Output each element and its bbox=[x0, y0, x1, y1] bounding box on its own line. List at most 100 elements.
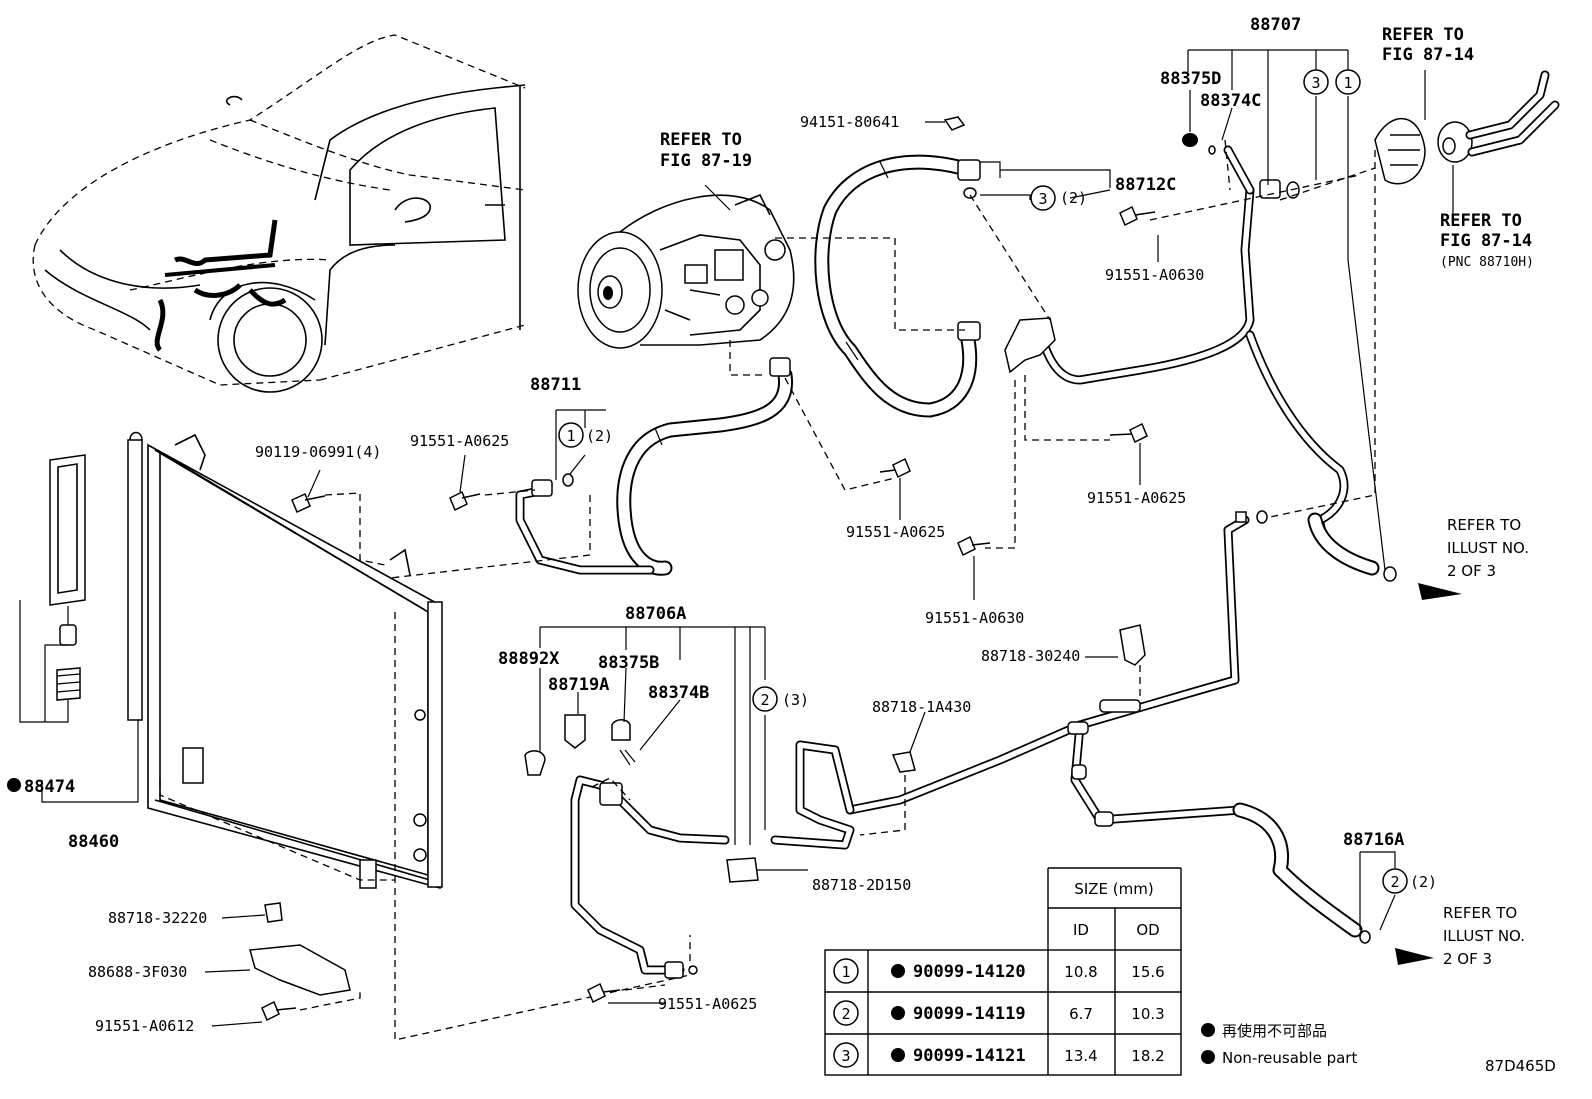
label-qty-88712C: (2) bbox=[1060, 189, 1087, 207]
label-88718-2D150: 88718-2D150 bbox=[812, 876, 911, 894]
svg-text:10.8: 10.8 bbox=[1064, 963, 1097, 981]
legend-en: Non-reusable part bbox=[1222, 1049, 1357, 1067]
table-row: 1 90099-14120 10.8 15.6 bbox=[833, 958, 1165, 984]
table-header-id: ID bbox=[1073, 921, 1089, 939]
marker-1-88711: 1 bbox=[558, 422, 584, 448]
bolt-91551-A0625-a bbox=[449, 490, 481, 512]
label-88716A: 88716A bbox=[1343, 830, 1404, 850]
svg-text:3: 3 bbox=[1311, 74, 1320, 92]
label-91551-A0630-top: 91551-A0630 bbox=[1105, 266, 1204, 284]
label-88718-32220: 88718-32220 bbox=[108, 909, 207, 927]
svg-text:2: 2 bbox=[841, 1005, 850, 1023]
lower-pipe-88716A bbox=[770, 515, 1363, 938]
label-88688-3F030: 88688-3F030 bbox=[88, 963, 187, 981]
bolt-90119 bbox=[291, 492, 326, 514]
label-91551-A0625-b: 91551-A0625 bbox=[846, 523, 945, 541]
label-refer-fig-87-14-b-1: REFER TO bbox=[1440, 211, 1522, 231]
label-qty-88716A: (2) bbox=[1410, 873, 1437, 891]
label-88718-1A430: 88718-1A430 bbox=[872, 698, 971, 716]
label-88374B: 88374B bbox=[648, 683, 709, 703]
condenser-assembly bbox=[127, 431, 691, 1041]
label-refer-illust-a-3: 2 OF 3 bbox=[1447, 562, 1496, 580]
svg-text:18.2: 18.2 bbox=[1131, 1047, 1164, 1065]
legend-jp: 再使用不可部品 bbox=[1222, 1022, 1327, 1040]
table-row: 2 90099-14119 6.7 10.3 bbox=[833, 1000, 1165, 1026]
svg-text:2: 2 bbox=[1390, 873, 1399, 891]
small-parts bbox=[249, 70, 1560, 1022]
label-91551-A0625-d: 91551-A0625 bbox=[658, 995, 757, 1013]
compressor bbox=[577, 193, 795, 349]
svg-text:15.6: 15.6 bbox=[1131, 963, 1164, 981]
svg-text:6.7: 6.7 bbox=[1069, 1005, 1093, 1023]
marker-3-88707: 3 bbox=[1303, 69, 1329, 95]
figure-code: 87D465D bbox=[1485, 1057, 1556, 1075]
seal-strip-88474 bbox=[19, 454, 139, 803]
label-88719A: 88719A bbox=[548, 675, 609, 695]
pipe-88706A bbox=[570, 775, 730, 979]
svg-text:1: 1 bbox=[1343, 74, 1352, 92]
suction-hose-88712C bbox=[814, 154, 981, 418]
svg-text:1: 1 bbox=[566, 427, 575, 445]
label-qty-88706A: (3) bbox=[782, 691, 809, 709]
label-91551-A0625-c: 91551-A0625 bbox=[1087, 489, 1186, 507]
label-88375B: 88375B bbox=[598, 653, 659, 673]
label-88706A: 88706A bbox=[625, 604, 686, 624]
svg-text:2: 2 bbox=[760, 691, 769, 709]
svg-text:13.4: 13.4 bbox=[1064, 1047, 1097, 1065]
liquid-line-88707 bbox=[1004, 145, 1380, 576]
vehicle-illustration bbox=[32, 34, 526, 393]
non-reusable-dot-88474 bbox=[7, 778, 21, 792]
leader-lines bbox=[204, 49, 1454, 1027]
non-reusable-bullet-icon bbox=[1201, 1050, 1215, 1064]
label-refer-fig-87-14-b-3: (PNC 88710H) bbox=[1440, 255, 1534, 270]
label-90119-06991: 90119-06991(4) bbox=[255, 443, 381, 461]
label-refer-illust-b-2: ILLUST NO. bbox=[1443, 927, 1525, 945]
label-88375D: 88375D bbox=[1160, 69, 1221, 89]
svg-text:10.3: 10.3 bbox=[1131, 1005, 1164, 1023]
table-header-size: SIZE (mm) bbox=[1074, 880, 1153, 898]
label-88712C: 88712C bbox=[1115, 175, 1176, 195]
label-refer-fig-87-19-2: FIG 87-19 bbox=[660, 151, 752, 171]
marker-3-88712C: 3 bbox=[1030, 185, 1056, 211]
label-91551-A0630-b: 91551-A0630 bbox=[925, 609, 1024, 627]
label-refer-fig-87-14-b-2: FIG 87-14 bbox=[1440, 231, 1532, 251]
table-header-od: OD bbox=[1136, 921, 1159, 939]
bolt-91551-A0625-b bbox=[879, 457, 911, 479]
label-88892X: 88892X bbox=[498, 649, 560, 669]
svg-text:90099-14120: 90099-14120 bbox=[913, 962, 1026, 982]
marker-2-88706A: 2 bbox=[752, 686, 778, 712]
bolt-91551-A0630-b bbox=[957, 535, 991, 557]
label-88711: 88711 bbox=[530, 375, 581, 395]
label-qty-88711: (2) bbox=[586, 427, 613, 445]
svg-text:90099-14121: 90099-14121 bbox=[913, 1046, 1026, 1066]
label-refer-illust-a-1: REFER TO bbox=[1447, 516, 1521, 534]
part-labels: 88707 88375D 88374C REFER TO FIG 87-14 R… bbox=[7, 15, 1556, 1075]
table-row: 3 90099-14121 13.4 18.2 bbox=[833, 1042, 1165, 1068]
bolt-91551-A0625-d bbox=[587, 982, 621, 1004]
legend: 再使用不可部品 Non-reusable part bbox=[1201, 1022, 1357, 1067]
label-refer-illust-b-3: 2 OF 3 bbox=[1443, 950, 1492, 968]
bolt-91551-A0612 bbox=[261, 1000, 297, 1022]
oring-size-table: SIZE (mm) ID OD 1 90099-14120 10.8 15.6 … bbox=[824, 867, 1182, 1076]
svg-text:90099-14119: 90099-14119 bbox=[913, 1004, 1026, 1024]
svg-text:3: 3 bbox=[841, 1047, 850, 1065]
label-94151-80641: 94151-80641 bbox=[800, 113, 899, 131]
label-91551-A0625-a: 91551-A0625 bbox=[410, 432, 509, 450]
label-refer-illust-b-1: REFER TO bbox=[1443, 904, 1517, 922]
non-reusable-bullet-icon bbox=[1201, 1023, 1215, 1037]
label-refer-fig-87-14-top-2: FIG 87-14 bbox=[1382, 45, 1474, 65]
label-88460: 88460 bbox=[68, 832, 119, 852]
label-88374C: 88374C bbox=[1200, 91, 1261, 111]
label-88474: 88474 bbox=[24, 777, 75, 797]
label-88707: 88707 bbox=[1250, 15, 1301, 35]
discharge-hose-88711 bbox=[515, 357, 794, 576]
label-refer-fig-87-19-1: REFER TO bbox=[660, 130, 742, 150]
label-91551-A0612: 91551-A0612 bbox=[95, 1017, 194, 1035]
label-88718-30240: 88718-30240 bbox=[981, 647, 1080, 665]
svg-text:1: 1 bbox=[841, 963, 850, 981]
label-refer-fig-87-14-top-1: REFER TO bbox=[1382, 25, 1464, 45]
bolt-91551-A0630-a bbox=[1119, 205, 1156, 227]
label-refer-illust-a-2: ILLUST NO. bbox=[1447, 539, 1529, 557]
bolt-91551-A0625-c bbox=[1109, 422, 1148, 444]
